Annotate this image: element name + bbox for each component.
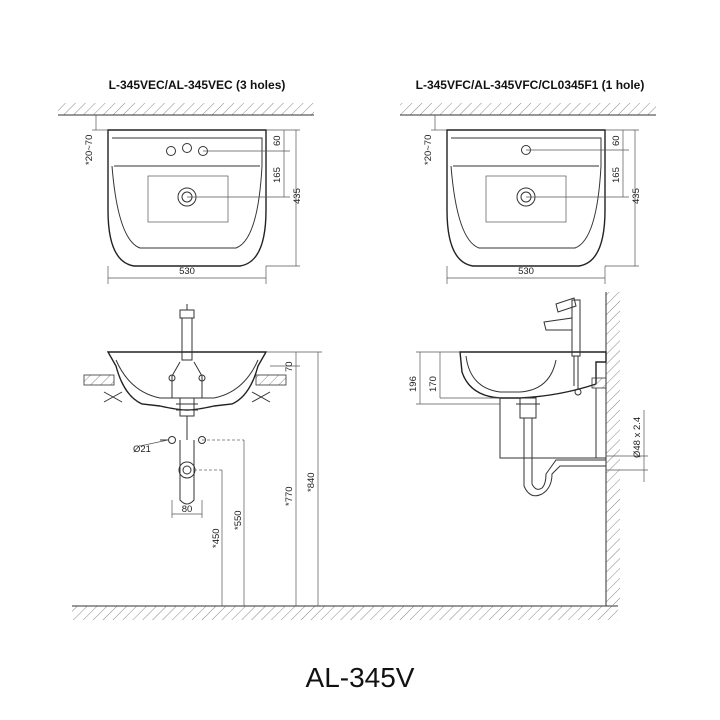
dim-840: *840: [306, 472, 317, 492]
wall-hatch: [606, 292, 620, 606]
dim-770: *770: [284, 486, 295, 506]
dim-435-right: 435: [631, 188, 642, 204]
dim-60-right: 60: [611, 135, 622, 146]
dim-435-left: 435: [292, 188, 303, 204]
left-view-title: L-345VEC/AL-345VEC (3 holes): [109, 78, 286, 92]
dim-diameter: Ø21: [133, 444, 151, 455]
dim-165-right: 165: [611, 167, 622, 183]
dim-pipe: Ø48 x 2.4: [632, 417, 643, 458]
floor-hatch: [72, 606, 618, 620]
dim-gap-right: *20~70: [423, 135, 434, 165]
dim-60-left: 60: [272, 135, 283, 146]
dim-spacing: 80: [182, 504, 193, 515]
dim-width-left: 530: [179, 266, 195, 277]
wall-hatch: [400, 103, 656, 115]
dim-gap-left: *20~70: [84, 135, 95, 165]
top-left-plan-view: *20~70 60 165 435 530: [58, 103, 314, 284]
dim-196: 196: [408, 376, 419, 392]
front-elevation-view: Ø21 80 *450 *550 70 *770 *840: [72, 304, 618, 620]
dim-165-left: 165: [272, 167, 283, 183]
dim-550: *550: [233, 510, 244, 530]
model-name: AL-345V: [305, 662, 415, 693]
dim-70: 70: [284, 361, 295, 372]
dim-width-right: 530: [518, 266, 534, 277]
right-view-title: L-345VFC/AL-345VFC/CL0345F1 (1 hole): [416, 78, 645, 92]
dim-170: 170: [428, 376, 439, 392]
top-right-plan-view: *20~70 60 165 435 530: [400, 103, 656, 284]
wall-hatch: [58, 103, 314, 115]
side-elevation-view: 196 170 Ø48 x 2.4: [408, 292, 648, 606]
dim-450: *450: [211, 528, 222, 548]
